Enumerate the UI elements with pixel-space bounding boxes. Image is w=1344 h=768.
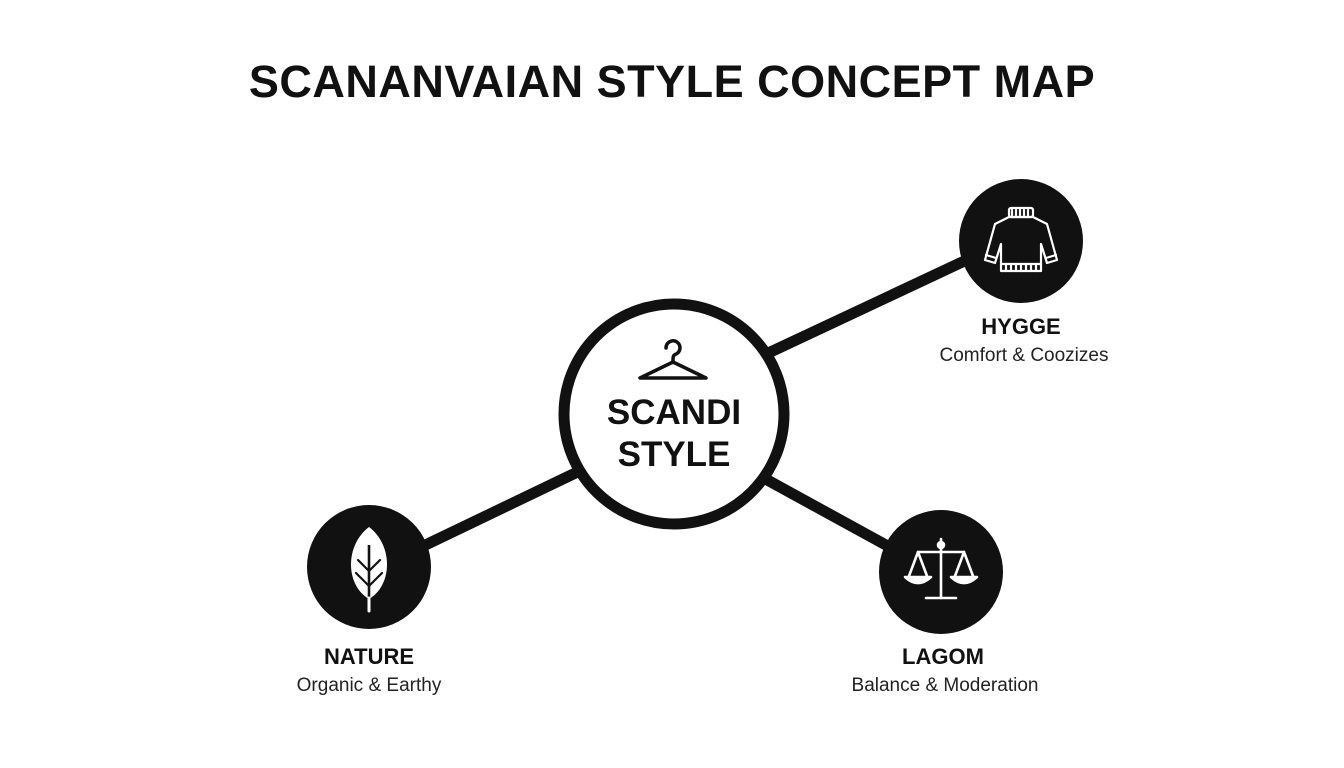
hygge-subtitle: Comfort & Coozizes — [939, 345, 1109, 366]
connector-center-lagom — [754, 470, 901, 556]
lagom-node — [879, 510, 1003, 634]
center-label-line2: STYLE — [617, 435, 731, 474]
leaf-icon — [351, 527, 387, 613]
clothes-hanger-icon — [638, 339, 708, 380]
sweater-icon — [983, 206, 1059, 273]
center-label-line1: SCANDI — [606, 393, 742, 432]
center-node — [558, 298, 790, 530]
connector-center-nature — [409, 460, 596, 556]
balance-scale-icon — [903, 537, 979, 600]
center-node-label: SCANDI STYLE — [574, 392, 774, 476]
hygge-node — [959, 179, 1083, 303]
lagom-title: LAGOM — [902, 644, 984, 669]
nature-node — [307, 505, 431, 629]
nature-title: NATURE — [323, 644, 415, 669]
lagom-subtitle: Balance & Moderation — [851, 675, 1039, 696]
page-title: SCANANVAIAN STYLE CONCEPT MAP — [248, 56, 1096, 107]
hygge-title: HYGGE — [981, 314, 1061, 339]
nature-subtitle: Organic & Earthy — [296, 675, 442, 696]
connector-center-hygge — [756, 250, 981, 362]
